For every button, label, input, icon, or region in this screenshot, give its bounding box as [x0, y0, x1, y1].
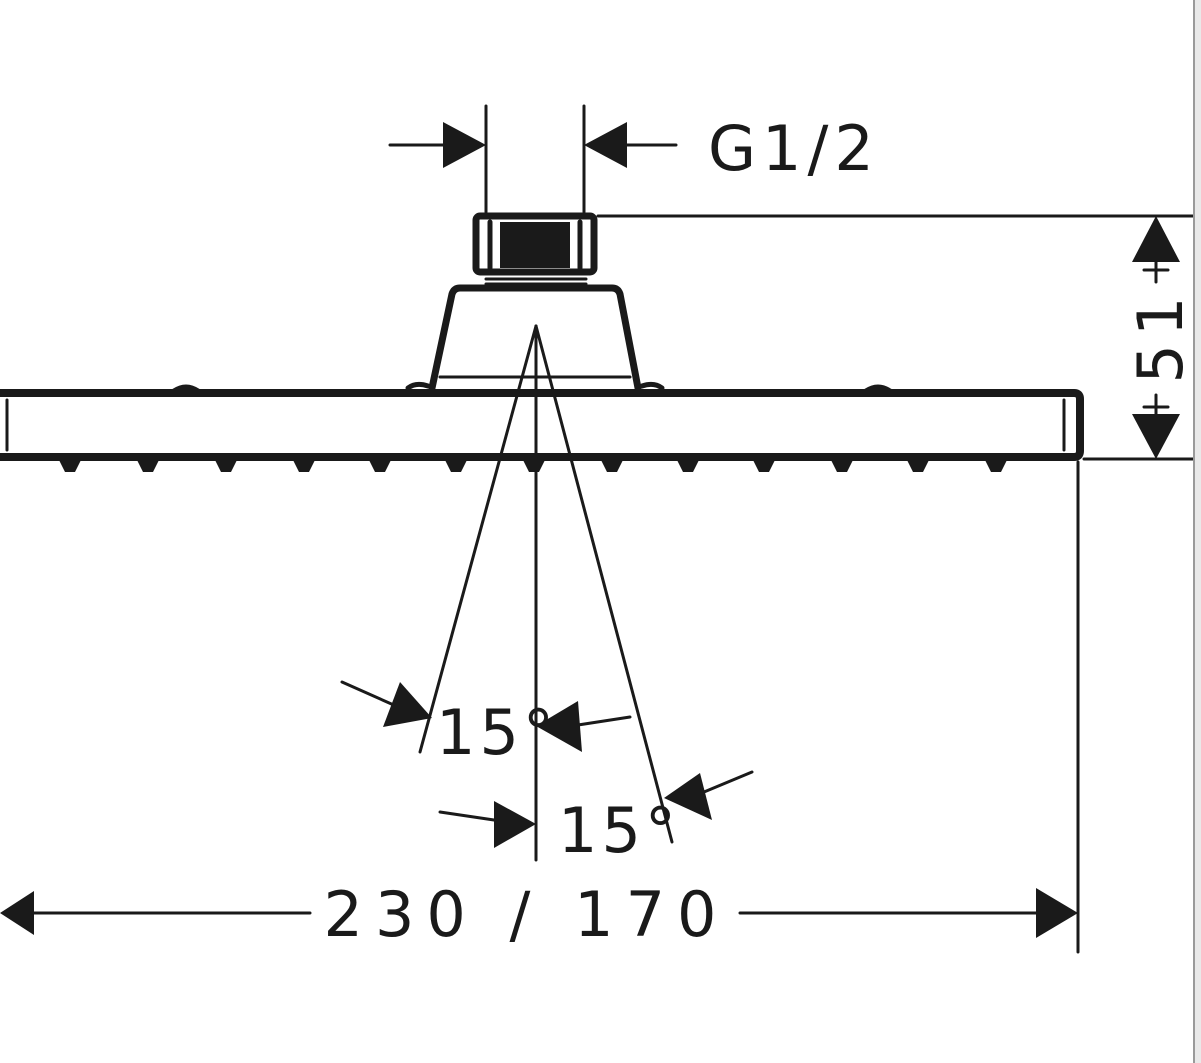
angle-right-arrow-2 [664, 773, 712, 820]
width-arrow-right [1036, 888, 1078, 938]
shower-plate [0, 384, 1084, 461]
thread-arrow-right [584, 122, 627, 168]
angle-left-label: 15° [436, 696, 558, 769]
spray-angle-lines [418, 324, 674, 862]
width-label: 230 / 170 [324, 878, 729, 951]
angle-right-arrow-1 [494, 801, 536, 848]
angle-dimension-left: 15° [340, 680, 632, 769]
thread-connector [472, 212, 598, 286]
thread-arrow-left [443, 122, 486, 168]
height-arrow-top [1132, 216, 1180, 262]
thread-dimension: G1/2 [388, 104, 880, 214]
angle-dimension-right: 15° [438, 770, 754, 867]
height-label: 51 [1124, 289, 1197, 384]
height-arrow-bottom [1132, 414, 1180, 459]
angle-left-arrow-1 [383, 682, 432, 727]
angle-left-arrow-2 [536, 701, 582, 752]
angle-right-label: 15° [558, 794, 680, 867]
height-dimension: 51 [596, 214, 1198, 461]
right-edge-border [1193, 0, 1201, 1063]
spray-nozzles [58, 458, 1008, 472]
thread-label: G1/2 [708, 112, 880, 185]
width-arrow-left [0, 891, 34, 935]
width-dimension: 230 / 170 [0, 460, 1080, 954]
